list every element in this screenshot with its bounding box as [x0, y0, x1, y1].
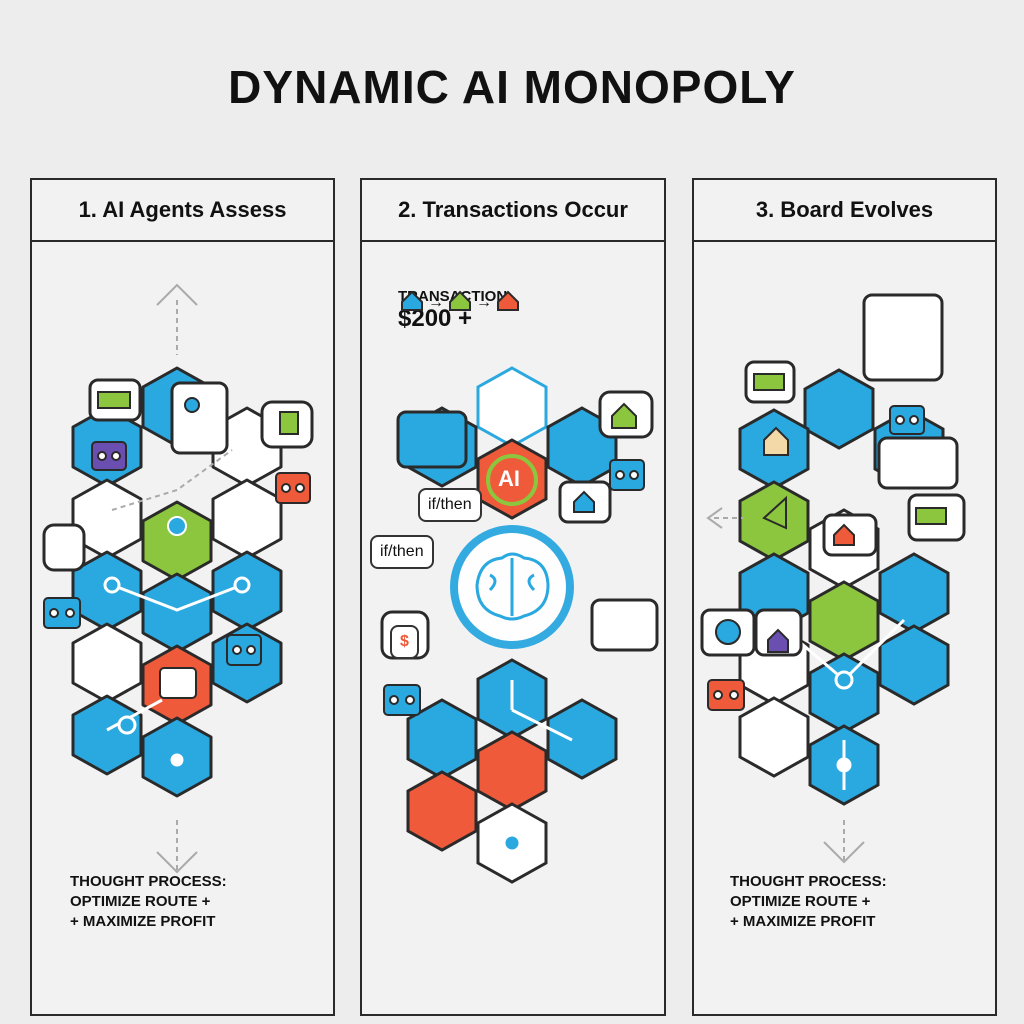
robot-icon — [43, 597, 81, 629]
robot-icon — [91, 441, 127, 471]
house-icon — [833, 523, 855, 546]
page-title: DYNAMIC AI MONOPOLY — [228, 61, 796, 113]
panel-evolves: 3. Board Evolves — [692, 178, 997, 1016]
robot-icon — [275, 472, 311, 504]
hex-board-evolves — [700, 293, 966, 864]
money-icon — [753, 373, 785, 391]
transaction-box: TRANSACTION: $200 + → → — [398, 288, 519, 333]
house-icon — [611, 402, 637, 429]
panel-heading: 2. Transactions Occur — [362, 180, 664, 242]
route-line — [111, 583, 243, 612]
thought-process-text: THOUGHT PROCESS: OPTIMIZE ROUTE + + MAXI… — [70, 872, 227, 932]
avatar-icon — [184, 397, 200, 413]
house-icon — [573, 490, 595, 513]
chip-icon — [159, 667, 197, 699]
hex-tile — [71, 694, 143, 776]
hex-tile — [141, 500, 213, 582]
hex-tile — [71, 622, 143, 704]
panel-heading: 3. Board Evolves — [694, 180, 995, 242]
hex-tile — [211, 478, 283, 560]
hex-tile — [141, 572, 213, 654]
robot-icon — [707, 679, 745, 711]
money-icon — [97, 391, 131, 409]
robot-icon — [889, 405, 925, 435]
house-icon — [763, 426, 789, 456]
footer-line: + MAXIMIZE PROFIT — [730, 913, 876, 930]
panel-heading: 1. AI Agents Assess — [32, 180, 333, 242]
footer-line: OPTIMIZE ROUTE + — [730, 893, 871, 910]
panel-transactions: 2. Transactions Occur TRANSACTION: $200 … — [360, 178, 666, 1016]
robot-icon — [383, 684, 421, 716]
hex-board-transactions — [380, 366, 659, 884]
coin-icon — [167, 516, 187, 536]
footer-line: THOUGHT PROCESS: — [70, 873, 227, 890]
hex-board-assess — [42, 283, 314, 874]
svg-text:→: → — [476, 294, 492, 311]
ai-badge: AI — [498, 466, 520, 491]
footer-line: + MAXIMIZE PROFIT — [70, 913, 216, 930]
panel-assess: 1. AI Agents Assess — [30, 178, 335, 1016]
dollar-bubble: $ — [390, 625, 419, 659]
svg-text:→: → — [428, 294, 444, 311]
gear-icon — [715, 619, 741, 645]
robot-icon — [226, 634, 262, 666]
if-then-label: if/then — [370, 535, 434, 569]
ai-badge-circle — [486, 454, 538, 506]
if-then-label: if/then — [418, 488, 482, 522]
money-icon — [915, 507, 947, 525]
house-icon — [767, 628, 789, 653]
thought-process-text: THOUGHT PROCESS: OPTIMIZE ROUTE + + MAXI… — [730, 872, 887, 932]
robot-icon — [609, 459, 645, 491]
footer-line: OPTIMIZE ROUTE + — [70, 893, 211, 910]
footer-line: THOUGHT PROCESS: — [730, 873, 887, 890]
house-chain-icons: → → — [401, 290, 519, 311]
